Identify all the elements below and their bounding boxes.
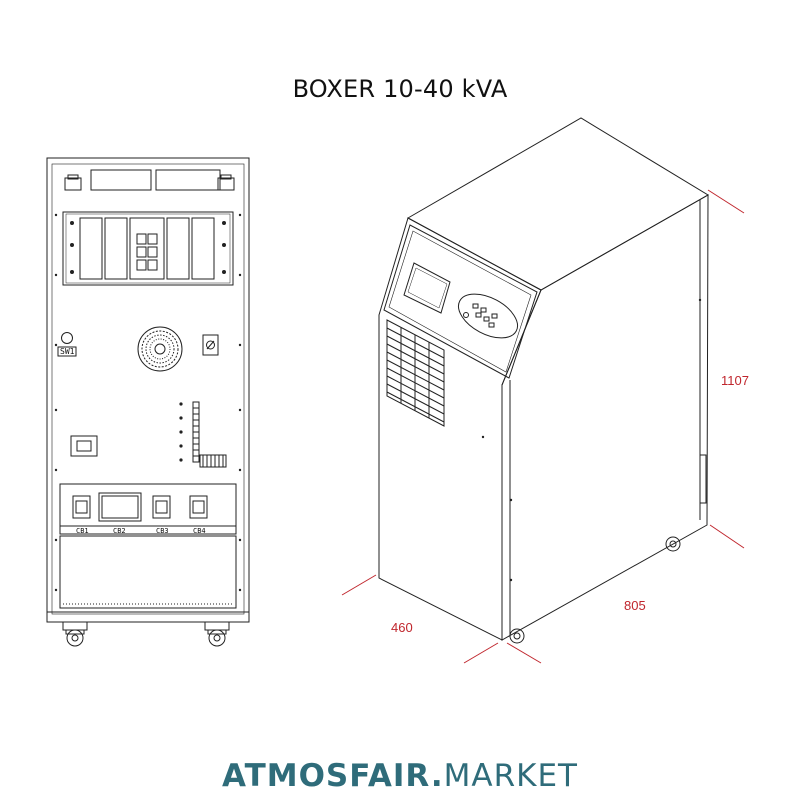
terminal-dots (179, 402, 183, 462)
dim-depth-label: 805 (624, 598, 646, 613)
top-left-handle (64, 177, 82, 191)
top-vent-left (90, 169, 152, 191)
dim-height-label: 1107 (721, 373, 749, 388)
top-right-handle (217, 177, 235, 191)
brand-separator: . (430, 758, 444, 794)
keypad-oval (458, 293, 518, 339)
breaker-label-cb1: CB1 (76, 527, 89, 535)
rotary-switch (202, 334, 219, 356)
dim-height-bottom (709, 524, 745, 549)
rear-rail-dots (54, 213, 242, 592)
keypad-buttons (463, 303, 498, 328)
breakers (72, 492, 208, 522)
lcd-display (403, 262, 451, 314)
iso-screws (481, 298, 702, 582)
breaker-label-cb2: CB2 (113, 527, 126, 535)
breaker-panel (59, 483, 237, 535)
lower-plate (59, 535, 237, 609)
iso-side-face (501, 194, 709, 641)
sw1-knob (61, 332, 73, 344)
rear-cabinet-outline (46, 157, 250, 623)
breaker-label-cb4: CB4 (193, 527, 206, 535)
sw1-label: SW1 (60, 347, 75, 356)
top-vent-right (155, 169, 221, 191)
dim-width-left (341, 574, 377, 596)
fan-icon (137, 326, 183, 372)
diagram-title: BOXER 10-40 kVA (292, 75, 508, 103)
sw1-label-box (57, 346, 77, 357)
vent-grille (386, 319, 445, 427)
rear-wheels (62, 621, 230, 647)
module-slots (79, 217, 215, 280)
brand-part2: MARKET (443, 758, 578, 794)
brand-logo: ATMOSFAIR.MARKET (0, 758, 800, 794)
brand-part1: ATMOSFAIR (222, 758, 431, 794)
upper-module-panel (62, 211, 234, 286)
dim-width-label: 460 (391, 620, 413, 635)
terminal-strip (192, 401, 200, 463)
dim-width-right (463, 642, 499, 664)
breaker-label-cb3: CB3 (156, 527, 169, 535)
dim-height-top (707, 189, 745, 214)
iso-wheels (509, 536, 681, 644)
iso-top-face (406, 117, 709, 291)
dimension-lines (341, 189, 745, 664)
dim-depth-left (506, 642, 542, 664)
comm-socket (70, 435, 98, 457)
module-fasteners (70, 221, 226, 274)
control-panel (383, 224, 538, 379)
terminal-block (199, 454, 227, 468)
rear-view (46, 157, 250, 647)
iso-view (378, 117, 709, 644)
